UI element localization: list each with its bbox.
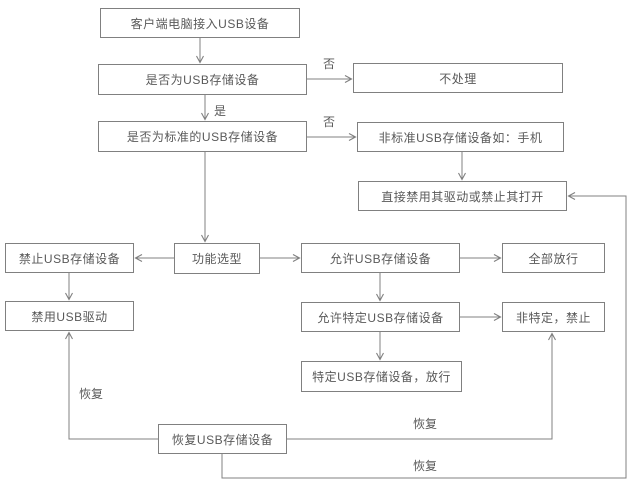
- node-client: 客户端电脑接入USB设备: [100, 8, 300, 38]
- node-is-standard: 是否为标准的USB存储设备: [98, 121, 307, 152]
- edge-restore-to-disabledriver: [65, 331, 158, 440]
- node-non-specific-forbid: 非特定，禁止: [502, 302, 605, 332]
- node-non-standard: 非标准USB存储设备如：手机: [357, 122, 564, 152]
- node-allow-specific: 允许特定USB存储设备: [301, 302, 460, 332]
- node-disable-open: 直接禁用其驱动或禁止其打开: [358, 181, 567, 211]
- node-disable-driver: 禁用USB驱动: [5, 301, 134, 331]
- node-function-select: 功能选型: [174, 243, 260, 274]
- edge-label-restore-left: 恢复: [78, 385, 105, 402]
- node-allow-usb: 允许USB存储设备: [301, 243, 460, 273]
- node-specific-allow: 特定USB存储设备，放行: [301, 361, 462, 392]
- node-restore-usb: 恢复USB存储设备: [158, 424, 287, 454]
- edge-label-yes-1: 是: [213, 102, 228, 119]
- edge-label-restore-bottom: 恢复: [412, 457, 439, 474]
- node-no-action: 不处理: [353, 63, 563, 93]
- node-forbid-usb: 禁止USB存储设备: [5, 243, 134, 273]
- node-is-usb-storage: 是否为USB存储设备: [98, 64, 307, 95]
- edge-restore-to-disableopen: [221, 192, 627, 479]
- node-allow-all: 全部放行: [502, 243, 605, 273]
- edge-label-restore-mid: 恢复: [412, 415, 439, 432]
- edge-label-no-2: 否: [322, 113, 337, 130]
- edge-label-no-1: 否: [322, 55, 337, 72]
- edge-restore-to-nonspecific: [287, 332, 556, 440]
